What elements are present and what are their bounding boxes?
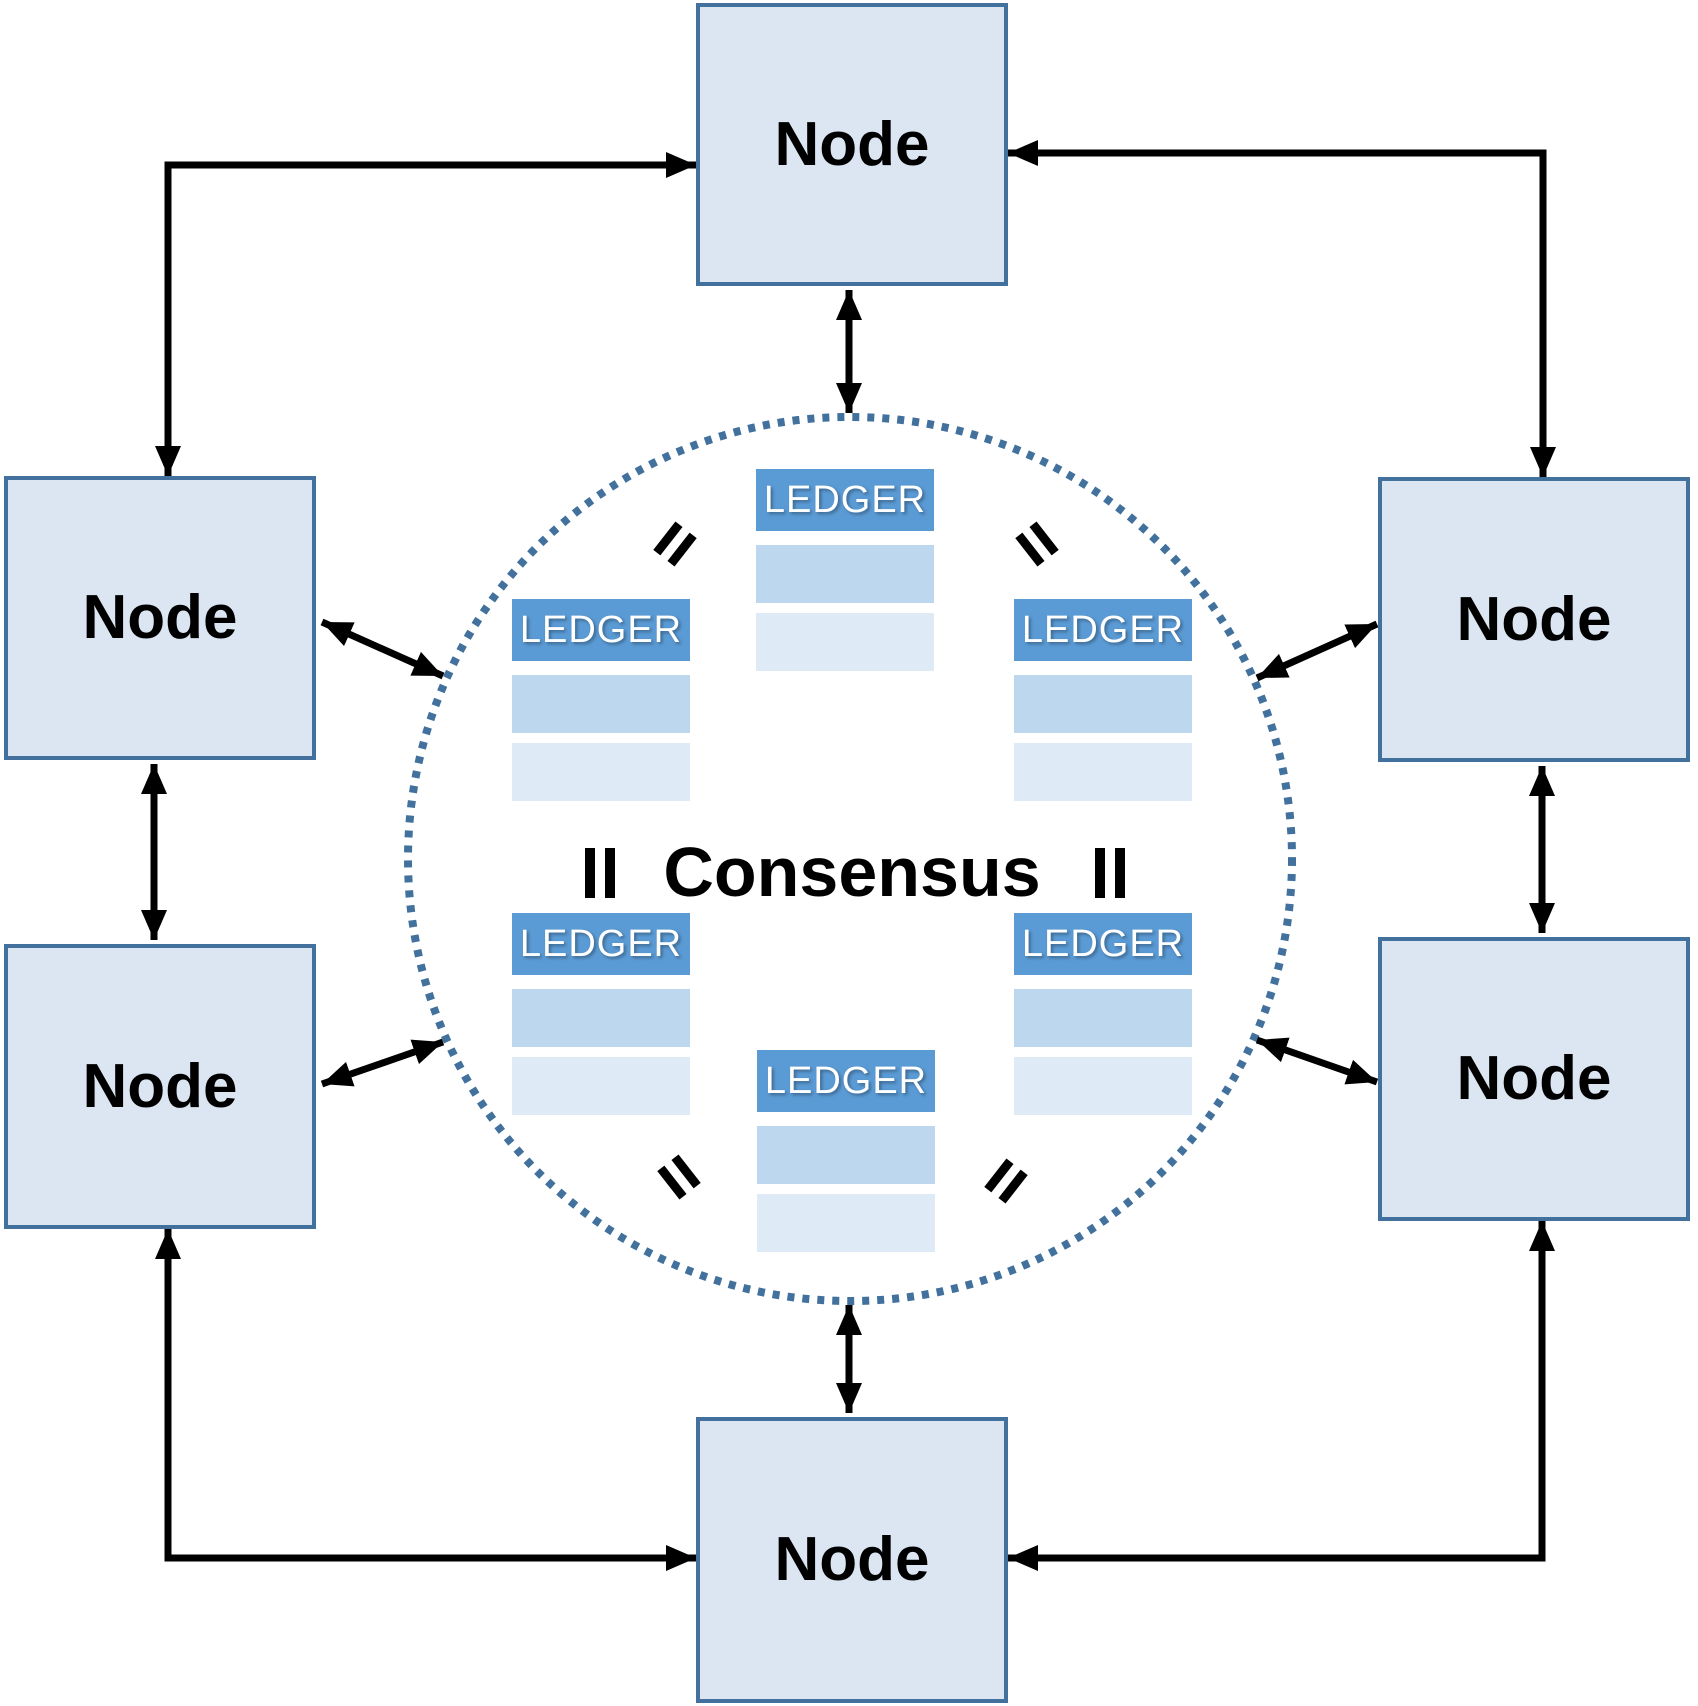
ledger-row [512, 1057, 690, 1115]
connector-bottom-left [155, 1229, 696, 1571]
ledger-row [1014, 1057, 1192, 1115]
equals-icon [585, 848, 615, 898]
ledger-table-top-center: LEDGER [756, 469, 934, 671]
arrow-upper-left-node-circle [320, 618, 445, 680]
arrow-lower-left-node-circle [320, 1038, 445, 1088]
equals-icon [1095, 848, 1125, 898]
node-box-lower-left: Node [4, 944, 316, 1229]
ledger-table-upper-right: LEDGER [1014, 599, 1192, 801]
ledger-table-lower-right: LEDGER [1014, 913, 1192, 1115]
arrow-upper-right-node-circle [1255, 620, 1379, 682]
ledger-row [1014, 743, 1192, 801]
node-box-top: Node [696, 3, 1008, 286]
ledger-table-bottom-center: LEDGER [757, 1050, 935, 1252]
node-label: Node [1456, 1044, 1612, 1113]
connector-top-right [1008, 140, 1556, 477]
node-label: Node [82, 1051, 238, 1121]
ledger-table-lower-left: LEDGER [512, 913, 690, 1115]
ledger-header: LEDGER [1014, 913, 1192, 975]
node-label: Node [1456, 584, 1612, 654]
ledger-header: LEDGER [512, 913, 690, 975]
node-label: Node [774, 109, 930, 179]
ledger-row [1014, 989, 1192, 1047]
ledger-row [756, 613, 934, 671]
ledger-header: LEDGER [756, 469, 934, 531]
node-box-upper-left: Node [4, 476, 316, 760]
ledger-row [757, 1126, 935, 1184]
node-box-bottom: Node [696, 1417, 1008, 1703]
node-box-lower-right: Node [1378, 937, 1690, 1221]
ledger-header: LEDGER [512, 599, 690, 661]
ledger-row [1014, 675, 1192, 733]
ledger-header: LEDGER [1014, 599, 1192, 661]
ledger-row [512, 675, 690, 733]
consensus-label: Consensus [663, 833, 1041, 911]
consensus-circle [404, 413, 1296, 1305]
ledger-header: LEDGER [757, 1050, 935, 1112]
ledger-row [756, 545, 934, 603]
ledger-row [512, 743, 690, 801]
node-label: Node [82, 583, 238, 652]
connector-top-left [155, 152, 696, 476]
ledger-row [512, 989, 690, 1047]
ledger-row [757, 1194, 935, 1252]
arrow-lower-right-node-circle [1255, 1036, 1379, 1086]
node-box-upper-right: Node [1378, 477, 1690, 762]
ledger-table-upper-left: LEDGER [512, 599, 690, 801]
connector-bottom-right [1008, 1221, 1555, 1571]
node-label: Node [774, 1525, 930, 1594]
